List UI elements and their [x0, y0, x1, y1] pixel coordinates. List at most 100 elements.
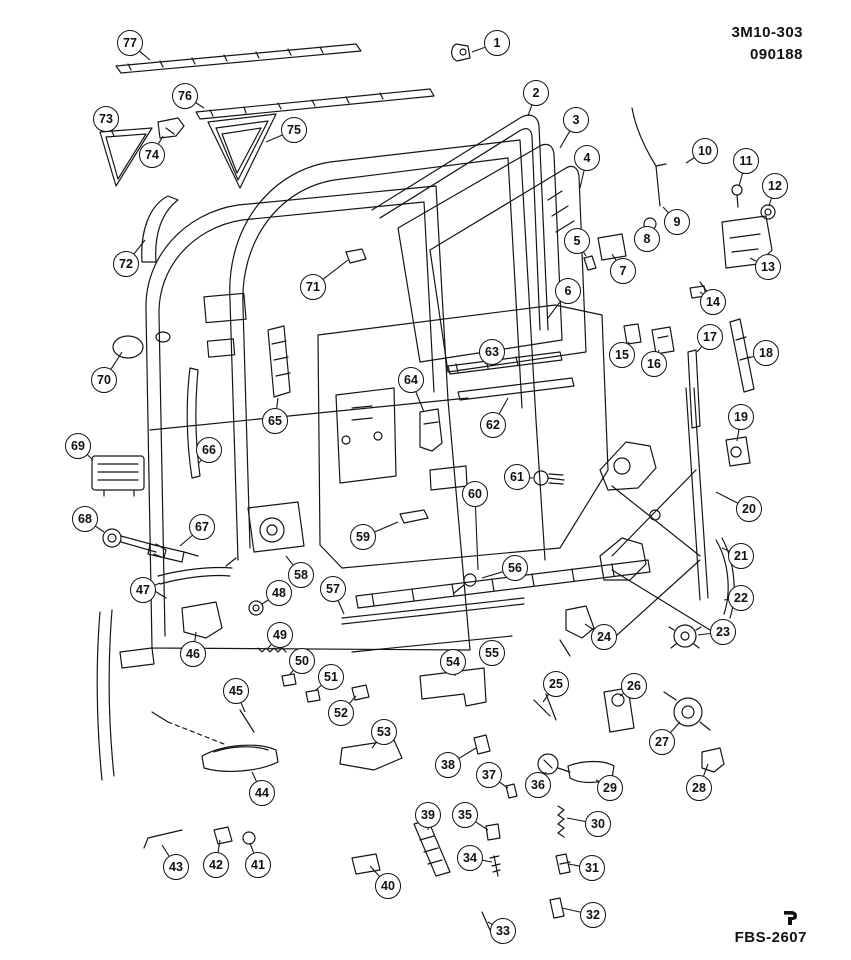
part-callout-23[interactable]: 23 — [710, 619, 736, 645]
part-callout-64[interactable]: 64 — [398, 367, 424, 393]
part-callout-61[interactable]: 61 — [504, 464, 530, 490]
leader-line-19 — [736, 429, 740, 442]
leader-line-64 — [415, 391, 425, 413]
leader-line-48 — [261, 599, 269, 605]
leader-line-12 — [768, 198, 772, 207]
part-callout-42[interactable]: 42 — [203, 852, 229, 878]
leader-line-74 — [158, 135, 164, 144]
part-callout-40[interactable]: 40 — [375, 873, 401, 899]
leader-line-4 — [579, 170, 585, 189]
part-callout-9[interactable]: 9 — [664, 209, 690, 235]
part-callout-3[interactable]: 3 — [563, 107, 589, 133]
part-callout-45[interactable]: 45 — [223, 678, 249, 704]
part-callout-74[interactable]: 74 — [139, 142, 165, 168]
part-callout-34[interactable]: 34 — [457, 845, 483, 871]
part-callout-72[interactable]: 72 — [113, 251, 139, 277]
part-callout-31[interactable]: 31 — [579, 855, 605, 881]
part-callout-29[interactable]: 29 — [597, 775, 623, 801]
part-callout-68[interactable]: 68 — [72, 506, 98, 532]
leader-line-40 — [369, 865, 380, 877]
part-callout-70[interactable]: 70 — [91, 367, 117, 393]
part-callout-51[interactable]: 51 — [318, 664, 344, 690]
part-callout-75[interactable]: 75 — [281, 117, 307, 143]
part-callout-48[interactable]: 48 — [266, 580, 292, 606]
part-callout-28[interactable]: 28 — [686, 775, 712, 801]
part-callout-46[interactable]: 46 — [180, 641, 206, 667]
leader-line-51 — [315, 685, 322, 691]
part-callout-56[interactable]: 56 — [502, 555, 528, 581]
leader-line-27 — [670, 721, 681, 733]
part-callout-12[interactable]: 12 — [762, 173, 788, 199]
part-callout-18[interactable]: 18 — [753, 340, 779, 366]
part-callout-22[interactable]: 22 — [728, 585, 754, 611]
part-callout-62[interactable]: 62 — [480, 412, 506, 438]
leader-line-6 — [547, 301, 561, 319]
leader-line-20 — [715, 491, 738, 504]
part-callout-53[interactable]: 53 — [371, 719, 397, 745]
part-callout-25[interactable]: 25 — [543, 671, 569, 697]
part-callout-4[interactable]: 4 — [574, 145, 600, 171]
part-callout-8[interactable]: 8 — [634, 226, 660, 252]
part-callout-14[interactable]: 14 — [700, 289, 726, 315]
part-callout-17[interactable]: 17 — [697, 324, 723, 350]
part-callout-50[interactable]: 50 — [289, 648, 315, 674]
part-callout-38[interactable]: 38 — [435, 752, 461, 778]
part-callout-59[interactable]: 59 — [350, 524, 376, 550]
part-callout-77[interactable]: 77 — [117, 30, 143, 56]
part-callout-2[interactable]: 2 — [523, 80, 549, 106]
part-callout-58[interactable]: 58 — [288, 562, 314, 588]
leader-line-71 — [322, 259, 349, 280]
part-callout-19[interactable]: 19 — [728, 404, 754, 430]
part-callout-52[interactable]: 52 — [328, 700, 354, 726]
part-callout-69[interactable]: 69 — [65, 433, 91, 459]
part-callout-16[interactable]: 16 — [641, 351, 667, 377]
part-callout-73[interactable]: 73 — [93, 106, 119, 132]
part-callout-37[interactable]: 37 — [476, 762, 502, 788]
leader-line-47 — [154, 582, 161, 586]
part-callout-43[interactable]: 43 — [163, 854, 189, 880]
part-callout-15[interactable]: 15 — [609, 342, 635, 368]
leader-line-46 — [194, 631, 197, 642]
leader-line-28 — [703, 763, 709, 776]
part-callout-27[interactable]: 27 — [649, 729, 675, 755]
part-callout-30[interactable]: 30 — [585, 811, 611, 837]
part-callout-21[interactable]: 21 — [728, 543, 754, 569]
leader-line-73 — [111, 130, 115, 137]
part-callout-11[interactable]: 11 — [733, 148, 759, 174]
part-callout-6[interactable]: 6 — [555, 278, 581, 304]
part-callout-47[interactable]: 47 — [130, 577, 156, 603]
leader-line-24 — [584, 623, 594, 631]
part-callout-33[interactable]: 33 — [490, 918, 516, 944]
part-callout-41[interactable]: 41 — [245, 852, 271, 878]
part-callout-26[interactable]: 26 — [621, 673, 647, 699]
part-callout-55[interactable]: 55 — [479, 640, 505, 666]
part-callout-35[interactable]: 35 — [452, 802, 478, 828]
part-callout-24[interactable]: 24 — [591, 624, 617, 650]
part-callout-1[interactable]: 1 — [484, 30, 510, 56]
part-callout-63[interactable]: 63 — [479, 339, 505, 365]
leader-line-2 — [527, 105, 533, 117]
part-callout-7[interactable]: 7 — [610, 258, 636, 284]
part-callout-5[interactable]: 5 — [564, 228, 590, 254]
part-callout-67[interactable]: 67 — [189, 514, 215, 540]
part-callout-20[interactable]: 20 — [736, 496, 762, 522]
part-callout-36[interactable]: 36 — [525, 772, 551, 798]
part-callout-32[interactable]: 32 — [580, 902, 606, 928]
part-callout-54[interactable]: 54 — [440, 649, 466, 675]
part-callout-66[interactable]: 66 — [196, 437, 222, 463]
part-callout-65[interactable]: 65 — [262, 408, 288, 434]
part-callout-57[interactable]: 57 — [320, 576, 346, 602]
part-callout-10[interactable]: 10 — [692, 138, 718, 164]
part-callout-76[interactable]: 76 — [172, 83, 198, 109]
leader-line-23 — [697, 632, 711, 636]
leader-line-56 — [481, 571, 503, 579]
part-callout-39[interactable]: 39 — [415, 802, 441, 828]
document-header: 3M10-303 090188 — [731, 22, 803, 66]
part-callout-71[interactable]: 71 — [300, 274, 326, 300]
part-callout-49[interactable]: 49 — [267, 622, 293, 648]
part-callout-44[interactable]: 44 — [249, 780, 275, 806]
part-callout-60[interactable]: 60 — [462, 481, 488, 507]
leader-line-57 — [337, 600, 345, 615]
part-callout-13[interactable]: 13 — [755, 254, 781, 280]
